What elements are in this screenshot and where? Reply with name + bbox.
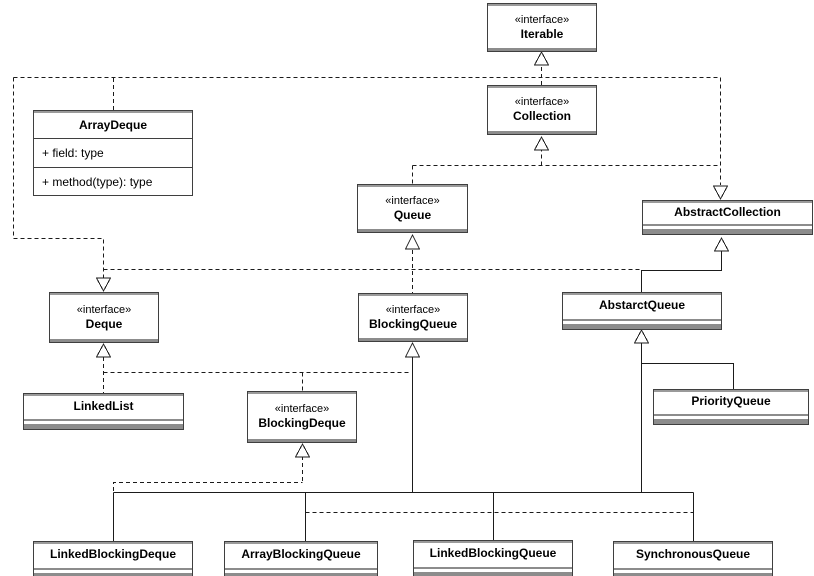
class-box-synchronousqueue[interactable]: SynchronousQueue [613,541,773,576]
class-name: Deque [85,316,123,331]
class-box-blockingdeque[interactable]: «interface» BlockingDeque [247,391,357,443]
generalization-arrowhead-blockingqueue-bottom [404,341,421,358]
empty-compartments [414,567,572,576]
empty-compartments [654,414,808,424]
class-name: PriorityQueue [691,394,771,408]
empty-compartments [643,224,812,234]
generalization-arrowhead-blockingdeque-bottom [294,442,311,458]
generalization-arrowhead-iterable-bottom [533,50,550,66]
edge-priorityqueue-abstarctqueue [641,363,734,389]
class-box-linkedblockingqueue[interactable]: LinkedBlockingQueue [413,540,573,576]
generalization-arrowhead-queue-bottom [404,233,421,250]
class-name: LinkedList [73,398,134,413]
stereotype-label: «interface» [514,13,570,26]
edge-arraydeque-deque [13,77,104,278]
generalization-arrowhead-abstractcollection-bottom [713,236,730,252]
class-box-blockingqueue[interactable]: «interface» BlockingQueue [358,293,468,342]
stereotype-label: «interface» [385,303,441,316]
generalization-arrowhead-deque-top [95,277,112,293]
class-box-abstarctqueue[interactable]: AbstarctQueue [562,292,722,330]
method-member: + method(type): type [42,175,153,189]
empty-compartments [34,568,192,576]
class-box-iterable[interactable]: «interface» Iterable [487,3,597,52]
empty-compartments [563,319,721,329]
class-box-priorityqueue[interactable]: PriorityQueue [653,389,809,425]
class-box-linkedblockingdeque[interactable]: LinkedBlockingDeque [33,541,193,576]
class-name: Iterable [520,26,564,41]
stereotype-label: «interface» [274,403,330,415]
class-name: AbstarctQueue [598,298,686,312]
edge-abstarctqueue-abstractcollection [641,251,722,292]
class-name: ArrayBlockingQueue [241,547,361,561]
empty-compartments [24,419,183,429]
class-box-arraydeque[interactable]: ArrayDeque + field: type + method(type):… [33,110,193,196]
generalization-arrowhead-collection-bottom [533,135,550,151]
edge-linkedblockingdeque-blockingdeque [113,482,303,491]
class-box-arrayblockingqueue[interactable]: ArrayBlockingQueue [224,541,378,576]
class-name: SynchronousQueue [635,547,751,561]
class-name: LinkedBlockingDeque [49,547,177,561]
class-box-collection[interactable]: «interface» Collection [487,85,597,135]
stereotype-label: «interface» [385,194,440,207]
class-name: LinkedBlockingQueue [429,546,557,560]
class-name: BlockingQueue [368,316,457,331]
class-box-deque[interactable]: «interface» Deque [49,292,159,343]
stereotype-label: «interface» [76,303,132,316]
empty-compartments [225,568,377,576]
class-name: BlockingDeque [258,416,346,430]
class-name: Collection [512,109,571,123]
class-name: ArrayDeque [34,111,192,139]
class-box-queue[interactable]: «interface» Queue [357,184,468,233]
class-name: AbstractCollection [674,204,781,219]
field-member: + field: type [34,139,192,168]
class-box-linkedlist[interactable]: LinkedList [23,393,184,430]
class-name: Queue [393,207,432,222]
class-box-abstractcollection[interactable]: AbstractCollection [642,200,813,235]
generalization-arrowhead-abstarctqueue-bottom [633,328,650,344]
generalization-arrowhead-deque-bottom [95,342,112,358]
stereotype-label: «interface» [514,96,570,108]
generalization-arrowhead-abstractcollection-top [712,185,729,201]
empty-compartments [614,568,772,576]
